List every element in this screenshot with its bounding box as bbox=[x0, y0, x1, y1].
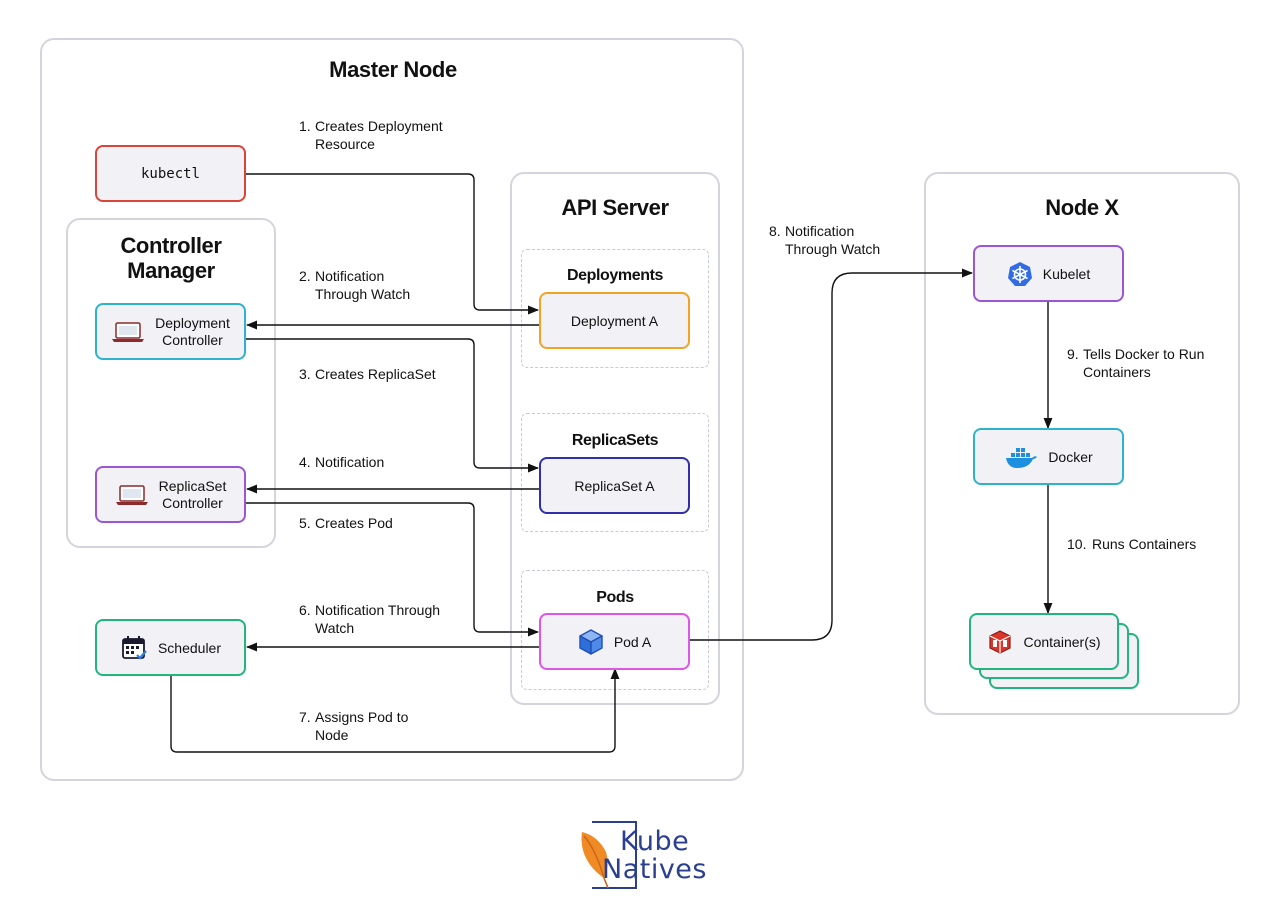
master-node-title: Master Node bbox=[329, 57, 457, 82]
arrow-pod-to-kubelet bbox=[690, 268, 974, 641]
step-1-label: 1.Creates Deployment Resource bbox=[299, 118, 443, 152]
calendar-icon bbox=[120, 634, 148, 662]
deployment-controller-label-1: Deployment bbox=[155, 314, 230, 331]
step-2-label: 2.Notification Through Watch bbox=[299, 268, 411, 302]
pod-a-node: Pod A bbox=[539, 613, 690, 670]
scheduler-node: Scheduler bbox=[95, 619, 246, 676]
logo-text-natives: Natives bbox=[602, 854, 707, 885]
arrow-replicaset-controller-to-pod bbox=[246, 502, 540, 637]
deployments-group bbox=[521, 249, 709, 368]
cube-icon bbox=[578, 628, 604, 656]
replicaset-controller-label-1: ReplicaSet bbox=[158, 477, 227, 494]
step-8-label: 8.Notification Through Watch bbox=[769, 223, 881, 257]
kubelet-label: Kubelet bbox=[1042, 265, 1091, 282]
containers-node: Container(s) bbox=[969, 613, 1119, 670]
replicasets-group-title: ReplicaSets bbox=[571, 432, 659, 449]
laptop-icon bbox=[115, 484, 149, 506]
laptop-icon bbox=[111, 321, 145, 343]
logo-text-kube: Kube bbox=[620, 826, 690, 857]
deployment-a-label: Deployment A bbox=[570, 312, 659, 329]
containers-label: Container(s) bbox=[1023, 633, 1101, 650]
container-icon bbox=[987, 629, 1013, 655]
replicaset-controller-node: ReplicaSet Controller bbox=[95, 466, 246, 523]
pod-a-label: Pod A bbox=[613, 633, 652, 650]
arrow-deployment-controller-to-replicaset bbox=[246, 338, 540, 473]
step-4-label: 4.Notification bbox=[299, 454, 385, 470]
feather-icon bbox=[581, 832, 609, 889]
step-9-label: 9.Tells Docker to Run Containers bbox=[1067, 346, 1205, 380]
deployment-controller-node: Deployment Controller bbox=[95, 303, 246, 360]
step-3-label: 3.Creates ReplicaSet bbox=[299, 366, 436, 382]
replicaset-a-node: ReplicaSet A bbox=[539, 457, 690, 514]
kubenatives-logo: Kube Natives bbox=[580, 818, 710, 894]
arrow-kubectl-to-deployment bbox=[245, 173, 540, 315]
step-6-label: 6.Notification Through Watch bbox=[299, 602, 441, 636]
kubectl-node: kubectl bbox=[95, 145, 246, 202]
kubectl-label: kubectl bbox=[140, 165, 200, 182]
arrow-scheduler-to-pod bbox=[170, 667, 620, 753]
replicasets-group bbox=[521, 413, 709, 532]
deployments-group-title: Deployments bbox=[566, 267, 664, 284]
docker-label: Docker bbox=[1048, 448, 1093, 465]
deployment-a-node: Deployment A bbox=[539, 292, 690, 349]
replicaset-a-label: ReplicaSet A bbox=[574, 477, 655, 494]
pods-group-title: Pods bbox=[596, 589, 634, 606]
step-5-label: 5.Creates Pod bbox=[299, 515, 393, 531]
docker-whale-icon bbox=[1004, 445, 1038, 469]
deployment-controller-label-2: Controller bbox=[162, 331, 223, 348]
scheduler-label: Scheduler bbox=[157, 639, 222, 656]
step-7-label: 7.Assigns Pod to Node bbox=[299, 709, 409, 743]
kubernetes-icon bbox=[1007, 261, 1033, 287]
replicaset-controller-label-2: Controller bbox=[162, 494, 223, 511]
api-server-title: API Server bbox=[561, 195, 669, 220]
docker-node: Docker bbox=[973, 428, 1124, 485]
kubelet-node: Kubelet bbox=[973, 245, 1124, 302]
node-x-title: Node X bbox=[1045, 195, 1119, 220]
controller-manager-title: Controller Manager bbox=[120, 233, 222, 283]
step-10-label: 10.Runs Containers bbox=[1067, 536, 1197, 552]
